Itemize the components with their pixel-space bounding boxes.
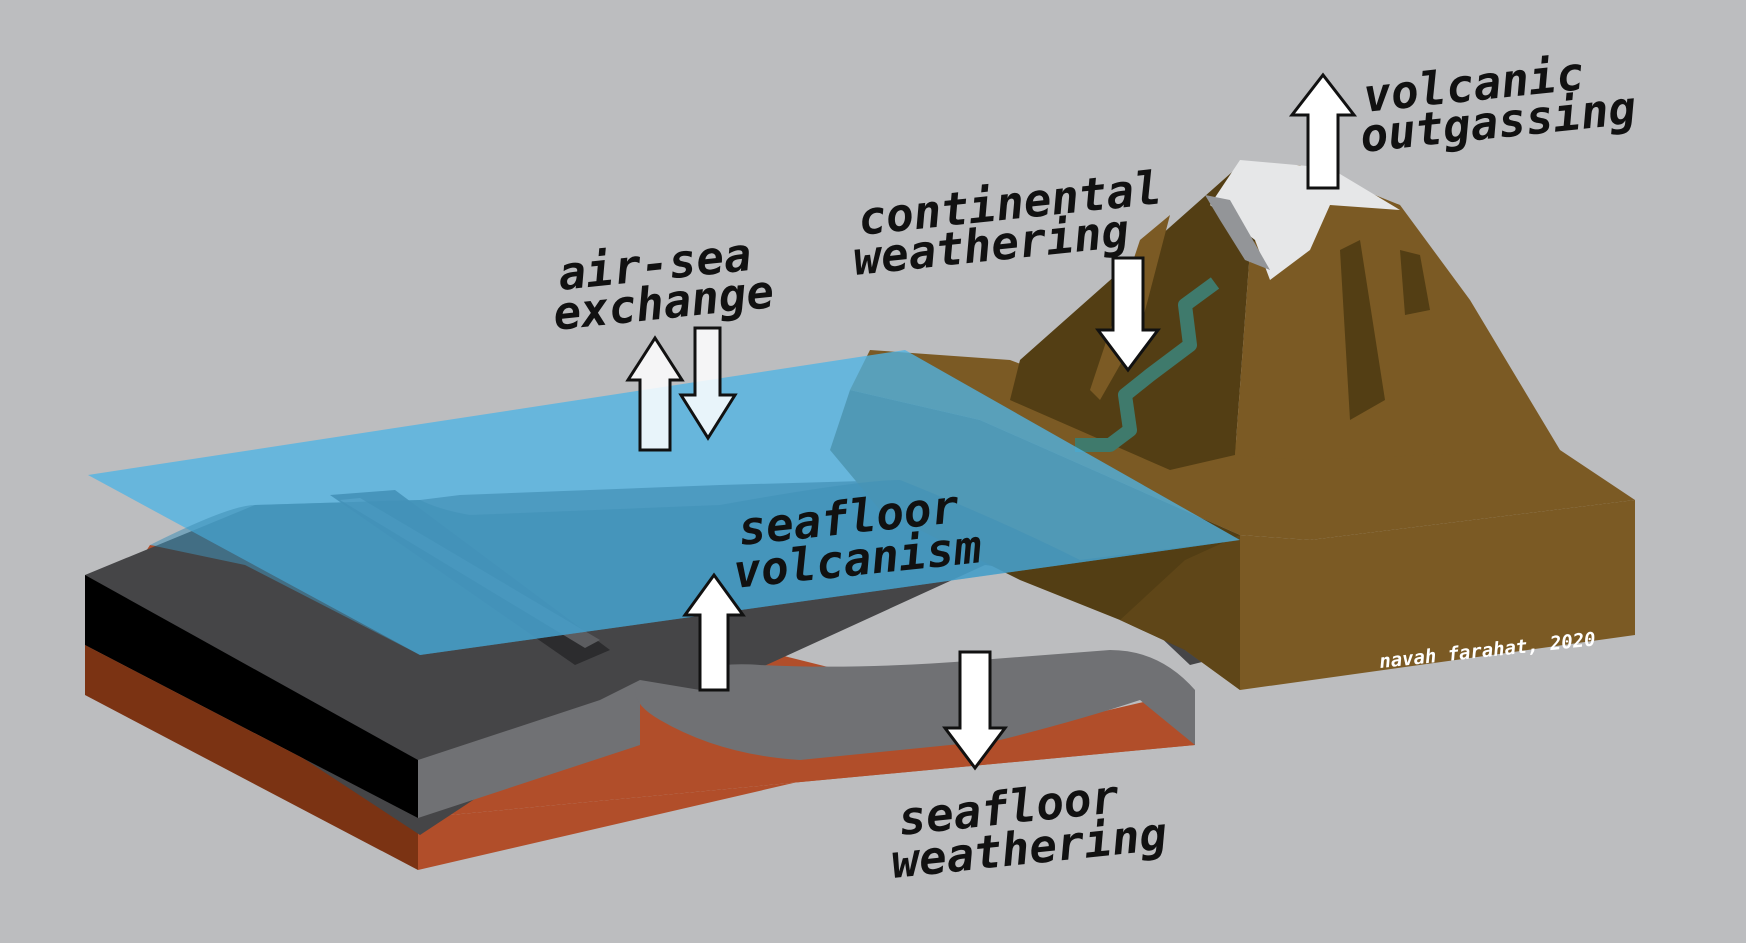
mantle-side xyxy=(85,645,418,870)
crust-front-cut xyxy=(418,680,640,818)
air-sea-down-arrow xyxy=(678,326,738,441)
volcano-snow-shade xyxy=(1205,195,1270,270)
air-sea-up-arrow xyxy=(625,335,685,452)
flux-arrows xyxy=(625,72,1358,771)
continental-river xyxy=(1075,277,1220,452)
continent-shelf-face xyxy=(1120,535,1240,690)
ocean-depth xyxy=(150,480,1240,655)
continent-front xyxy=(1185,500,1635,690)
volcanic-outgassing-arrow xyxy=(1288,72,1358,190)
ridge-axis-cut xyxy=(635,650,1195,760)
volcano-ridge-2 xyxy=(1340,240,1385,420)
continental-weathering-arrow xyxy=(1095,256,1161,373)
seafloor-weathering-arrow xyxy=(942,650,1008,771)
volcano-right-flank xyxy=(1235,165,1560,460)
volcano-ridge-3 xyxy=(1400,250,1430,315)
crust-side xyxy=(85,575,418,818)
ocean xyxy=(88,350,1240,655)
volcano-left-flank xyxy=(1010,165,1300,470)
seafloor-volcanism-arrow xyxy=(682,572,746,692)
volcano-snow xyxy=(1210,160,1400,280)
